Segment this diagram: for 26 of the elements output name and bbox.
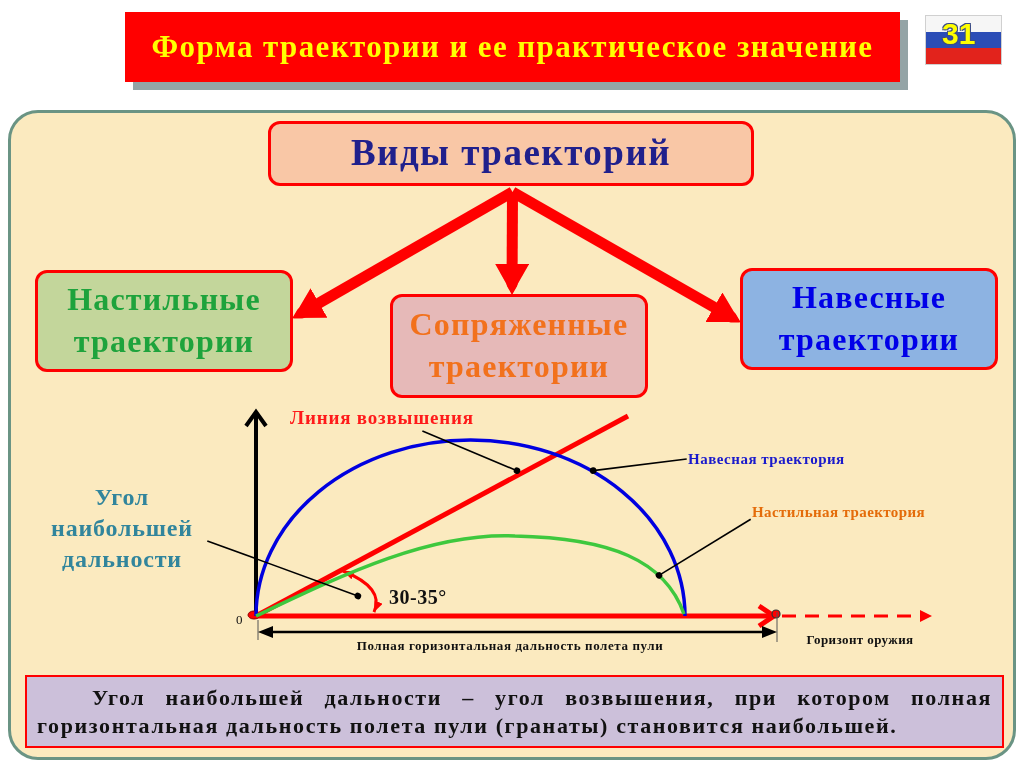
category-box xyxy=(390,294,648,398)
definition-text: Угол наибольшей дальности – угол возвышения, при котором полная горизонтальная дальность полета пули (гранаты) становится наибольшей. xyxy=(37,684,992,739)
leader-line xyxy=(421,430,521,474)
angle-value: 30-35° xyxy=(389,585,447,609)
category-title: Сопряженные траектории xyxy=(408,305,630,386)
axis-label: Горизонт оружия xyxy=(805,632,915,648)
leader-line xyxy=(206,540,362,600)
dimension-label: Полная горизонтальная дальность полета пули xyxy=(355,638,665,654)
leader-line xyxy=(655,518,752,579)
callout-label: Угол наибольшей дальности xyxy=(38,482,206,576)
elevation-line xyxy=(254,413,630,619)
category-box xyxy=(740,268,998,370)
arrow xyxy=(495,192,530,294)
callout-label: Навесная траектория xyxy=(688,450,845,468)
leader-line xyxy=(589,458,688,474)
category-title: Навесные траектории xyxy=(777,278,961,359)
callout-label: Линия возвышения xyxy=(290,407,474,430)
definition-box xyxy=(25,675,1004,748)
title-text: Форма траектории и ее практическое значение xyxy=(151,29,874,65)
category-title: Настильные траектории xyxy=(66,280,262,361)
origin-label: 0 xyxy=(236,612,243,628)
category-box xyxy=(35,270,293,372)
category-title: Виды траекторий xyxy=(349,131,673,176)
callout-label: Настильная траектория xyxy=(752,503,926,521)
category-box xyxy=(268,121,754,186)
high-trajectory-curve xyxy=(254,438,687,617)
